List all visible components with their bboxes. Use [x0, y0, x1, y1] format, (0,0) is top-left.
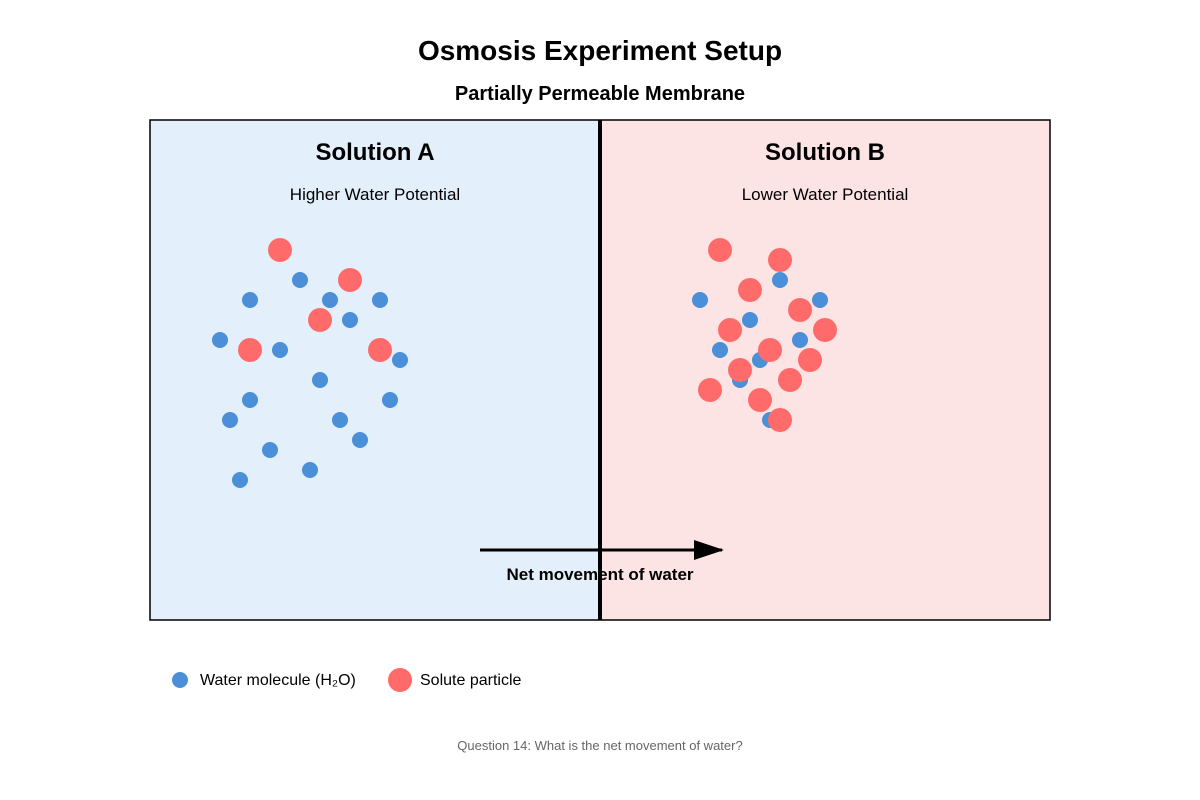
water-molecule [332, 412, 348, 428]
solute-particle [368, 338, 392, 362]
solution-a-particles [212, 238, 408, 488]
water-molecule [272, 342, 288, 358]
solute-particle [738, 278, 762, 302]
solute-particle [698, 378, 722, 402]
water-molecule [742, 312, 758, 328]
membrane-label: Partially Permeable Membrane [455, 83, 745, 105]
water-molecule [382, 392, 398, 408]
water-molecule [812, 292, 828, 308]
solution-b-potential: Lower Water Potential [742, 185, 909, 204]
legend-water-icon [172, 672, 188, 688]
solution-b-title: Solution B [765, 139, 885, 166]
solute-particle [268, 238, 292, 262]
legend: Water molecule (H₂O) Solute particle [172, 668, 521, 692]
water-molecule [392, 352, 408, 368]
solute-particle [708, 238, 732, 262]
water-molecule [212, 332, 228, 348]
solute-particle [768, 408, 792, 432]
water-molecule [312, 372, 328, 388]
water-molecule [792, 332, 808, 348]
solution-b-particles [692, 238, 837, 432]
water-molecule [222, 412, 238, 428]
solute-particle [238, 338, 262, 362]
solute-particle [813, 318, 837, 342]
diagram-title: Osmosis Experiment Setup [418, 35, 782, 66]
water-molecule [242, 392, 258, 408]
solute-particle [748, 388, 772, 412]
water-molecule [322, 292, 338, 308]
solute-particle [728, 358, 752, 382]
water-molecule [242, 292, 258, 308]
water-molecule [772, 272, 788, 288]
water-molecule [712, 342, 728, 358]
water-molecule [232, 472, 248, 488]
water-molecule [302, 462, 318, 478]
legend-solute-label: Solute particle [420, 672, 521, 689]
question-text: Question 14: What is the net movement of… [457, 738, 742, 753]
solute-particle [788, 298, 812, 322]
water-molecule [262, 442, 278, 458]
water-molecule [692, 292, 708, 308]
solute-particle [798, 348, 822, 372]
solution-a-title: Solution A [315, 139, 434, 166]
solute-particle [758, 338, 782, 362]
legend-water-label: Water molecule (H₂O) [200, 672, 356, 689]
solute-particle [768, 248, 792, 272]
water-molecule [342, 312, 358, 328]
water-molecule [372, 292, 388, 308]
water-molecule [292, 272, 308, 288]
solution-a-potential: Higher Water Potential [290, 185, 460, 204]
solute-particle [718, 318, 742, 342]
solution-a-panel [150, 120, 600, 620]
net-movement-label: Net movement of water [506, 565, 693, 584]
solution-b-panel [600, 120, 1050, 620]
solute-particle [308, 308, 332, 332]
legend-solute-icon [388, 668, 412, 692]
water-molecule [352, 432, 368, 448]
solute-particle [778, 368, 802, 392]
solute-particle [338, 268, 362, 292]
